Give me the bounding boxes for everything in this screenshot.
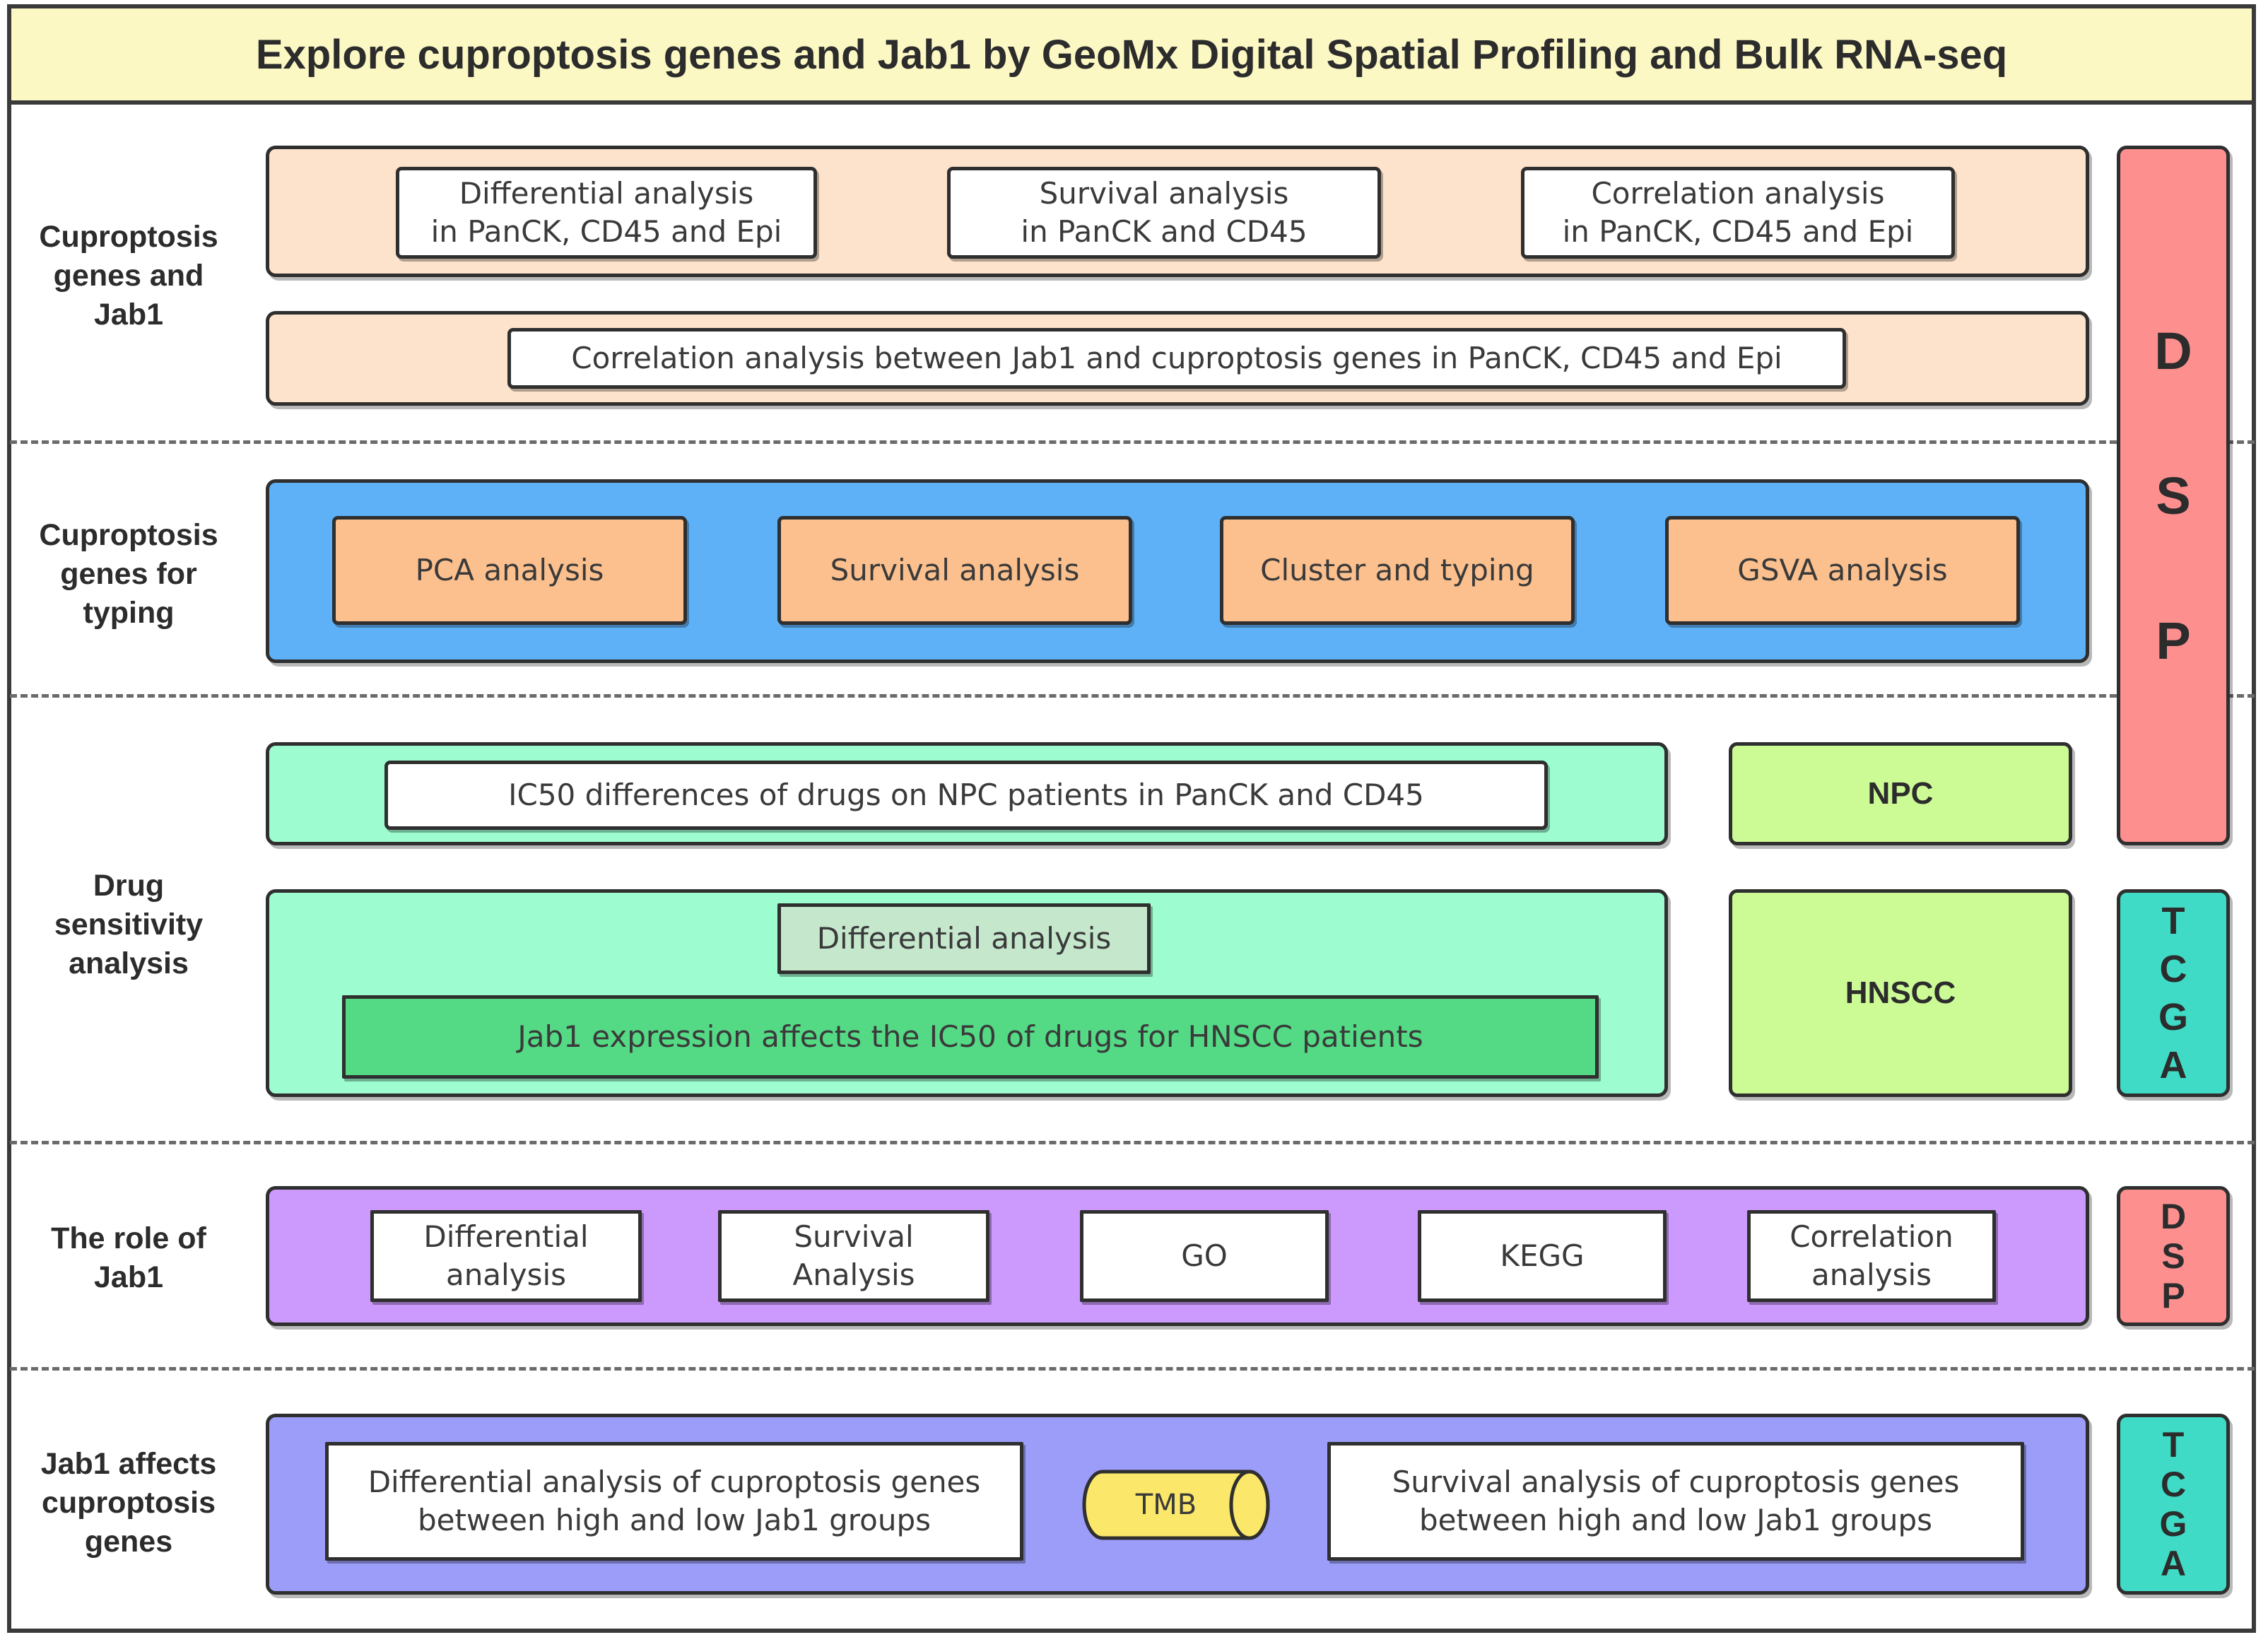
tcga-bottom-letter-g: G: [2159, 1504, 2187, 1544]
tmb-label: TMB: [1135, 1489, 1197, 1521]
dsp-tag-letter-d: D: [2154, 321, 2192, 380]
dsp-tag-letter-s: S: [2156, 466, 2191, 525]
row1-differential-analysis-box: Differential analysis in PanCK, CD45 and…: [396, 167, 817, 259]
tcga-tag-letter-g: G: [2158, 996, 2188, 1038]
tcga-tag-middle: T C G A: [2117, 889, 2230, 1097]
tcga-tag-letter-c: C: [2159, 948, 2187, 990]
hnscc-cohort-box: HNSCC: [1729, 889, 2072, 1097]
row3-differential-analysis-box: Differential analysis: [777, 903, 1151, 974]
row-divider-4: [10, 1367, 2255, 1371]
ic50-npc-box: IC50 differences of drugs on NPC patient…: [384, 761, 1548, 830]
tcga-tag-letter-a: A: [2159, 1044, 2187, 1086]
tcga-bottom-letter-c: C: [2160, 1465, 2187, 1504]
dsp-small-letter-p: P: [2161, 1276, 2185, 1315]
cluster-and-typing-box: Cluster and typing: [1220, 516, 1575, 625]
kegg-box: KEGG: [1418, 1210, 1667, 1302]
jab1-ic50-hnscc-box: Jab1 expression affects the IC50 of drug…: [342, 995, 1599, 1079]
row4-differential-analysis-box: Differential analysis: [370, 1210, 642, 1302]
diagram-title: Explore cuproptosis genes and Jab1 by Ge…: [7, 4, 2256, 105]
dsp-small-letter-s: S: [2161, 1236, 2185, 1276]
row1-jab1-correlation-box: Correlation analysis between Jab1 and cu…: [507, 328, 1846, 389]
row-label-cuproptosis-genes-and-jab1: Cuproptosis genes and Jab1: [39, 219, 218, 332]
row5-differential-analysis-box: Differential analysis of cuproptosis gen…: [325, 1442, 1023, 1561]
dsp-tag-small: D S P: [2117, 1186, 2230, 1326]
row-label-role-of-jab1: The role of Jab1: [51, 1221, 206, 1294]
dsp-small-letter-d: D: [2160, 1197, 2187, 1236]
row4-correlation-analysis-box: Correlation analysis: [1747, 1210, 1996, 1302]
gsva-analysis-box: GSVA analysis: [1665, 516, 2020, 625]
row-divider-2: [10, 694, 2255, 698]
row-label-cuproptosis-genes-for-typing: Cuproptosis genes for typing: [39, 517, 218, 630]
row-divider-1: [10, 440, 2255, 444]
go-box: GO: [1080, 1210, 1329, 1302]
row-label-jab1-affects-cuproptosis-genes: Jab1 affects cuproptosis genes: [40, 1446, 217, 1559]
tcga-tag-bottom: T C G A: [2117, 1414, 2230, 1595]
tmb-cylinder: TMB: [1082, 1470, 1270, 1540]
dsp-tag-large: D S P: [2117, 146, 2230, 845]
row1-survival-analysis-box: Survival analysis in PanCK and CD45: [947, 167, 1381, 259]
pca-analysis-box: PCA analysis: [332, 516, 687, 625]
tcga-bottom-letter-t: T: [2162, 1425, 2185, 1465]
npc-cohort-box: NPC: [1729, 742, 2072, 845]
row-label-drug-sensitivity-analysis: Drug sensitivity analysis: [54, 868, 204, 980]
row2-survival-analysis-box: Survival analysis: [777, 516, 1132, 625]
row1-correlation-analysis-box: Correlation analysis in PanCK, CD45 and …: [1521, 167, 1955, 259]
dsp-tag-letter-p: P: [2156, 611, 2191, 670]
row4-survival-analysis-box: Survival Analysis: [718, 1210, 989, 1302]
tcga-bottom-letter-a: A: [2160, 1544, 2187, 1583]
tcga-tag-letter-t: T: [2161, 900, 2185, 942]
row-divider-3: [10, 1141, 2255, 1144]
row5-survival-analysis-box: Survival analysis of cuproptosis genes b…: [1327, 1442, 2024, 1561]
